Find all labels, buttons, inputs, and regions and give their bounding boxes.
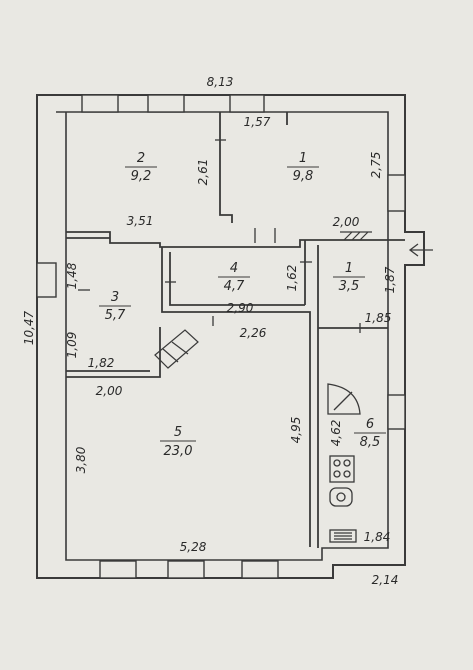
dim-4-95: 4,95 (289, 417, 303, 444)
interior-walls (66, 112, 405, 548)
dim-4-62: 4,62 (329, 420, 343, 447)
stair-symbol (154, 231, 372, 369)
radiator-icon (329, 529, 357, 543)
room-3-number: 3 (111, 290, 119, 305)
room-1-small-area: 3,5 (339, 279, 360, 294)
dim-3-80: 3,80 (74, 446, 88, 473)
dim-total-width: 8,13 (207, 75, 234, 89)
dim-5-28: 5,28 (180, 540, 207, 554)
room-6-number: 6 (366, 417, 374, 432)
dim-1-82: 1,82 (88, 356, 115, 370)
dim-2-75: 2,75 (369, 152, 383, 179)
windows (36, 94, 406, 579)
room-labels: 2 9,2 1 9,8 4 4,7 1 3,5 3 5,7 5 23,0 6 8… (99, 151, 386, 459)
room-1-number: 1 (299, 151, 307, 166)
sink-icon (329, 487, 353, 507)
dim-1-09: 1,09 (65, 332, 79, 359)
room-6-area: 8,5 (360, 435, 381, 450)
dim-1-62: 1,62 (285, 265, 299, 292)
room-4-area: 4,7 (224, 279, 245, 294)
dimension-labels: 8,13 1,57 2,61 2,75 3,51 2,00 1,48 1,62 … (22, 75, 398, 587)
dim-2-61: 2,61 (196, 159, 210, 186)
dim-2-00-top: 2,00 (333, 215, 360, 229)
dim-2-26: 2,26 (240, 326, 267, 340)
dim-1-85: 1,85 (365, 311, 392, 325)
room-5-area: 23,0 (164, 444, 193, 459)
dim-1-84: 1,84 (364, 530, 391, 544)
dim-1-57: 1,57 (244, 115, 271, 129)
room-2-area: 9,2 (131, 169, 152, 184)
dim-3-51: 3,51 (127, 214, 154, 228)
stove-icon (329, 455, 355, 483)
room-1-area: 9,8 (293, 169, 314, 184)
dim-1-87: 1,87 (383, 266, 397, 293)
dim-2-90: 2,90 (227, 301, 254, 315)
corner-sink-icon (327, 383, 361, 415)
dim-total-height: 10,47 (22, 310, 36, 345)
dim-2-00-mid: 2,00 (96, 384, 123, 398)
room-2-number: 2 (137, 151, 145, 166)
room-4-number: 4 (230, 261, 238, 276)
room-1-small-number: 1 (345, 261, 353, 276)
room-3-area: 5,7 (105, 308, 126, 323)
kitchen-fixtures (327, 383, 361, 543)
dim-1-48: 1,48 (65, 262, 79, 289)
dim-2-14: 2,14 (372, 573, 399, 587)
room-5-number: 5 (174, 425, 182, 440)
door-marks (78, 139, 361, 333)
entry-arrow-icon (408, 243, 433, 257)
